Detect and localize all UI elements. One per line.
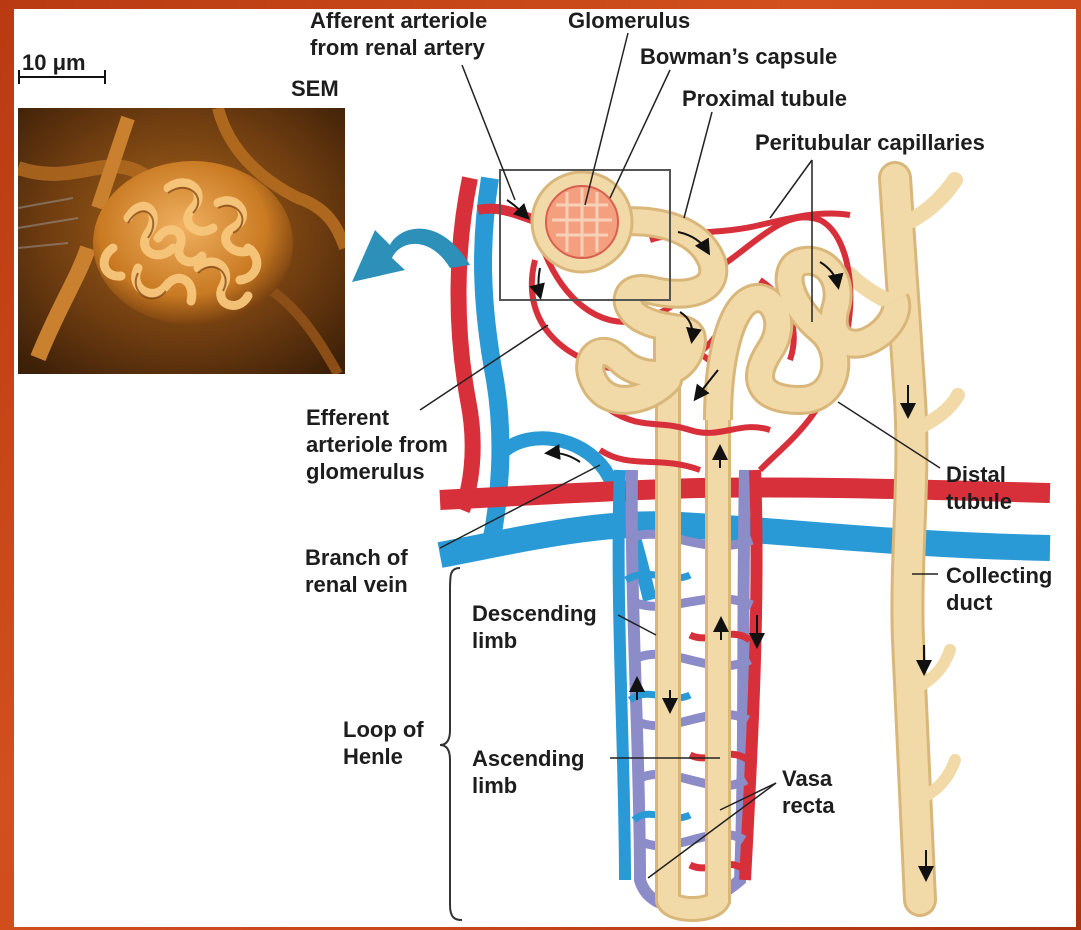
label-glomerulus: Glomerulus bbox=[568, 7, 690, 34]
label-peritubular-capillaries: Peritubular capillaries bbox=[755, 129, 985, 156]
loop-brace bbox=[440, 568, 462, 920]
sem-label: SEM bbox=[291, 75, 339, 102]
label-proximal-tubule: Proximal tubule bbox=[682, 85, 847, 112]
label-bowmans-capsule: Bowman’s capsule bbox=[640, 43, 837, 70]
scale-bar-label: 10 μm bbox=[22, 49, 86, 76]
